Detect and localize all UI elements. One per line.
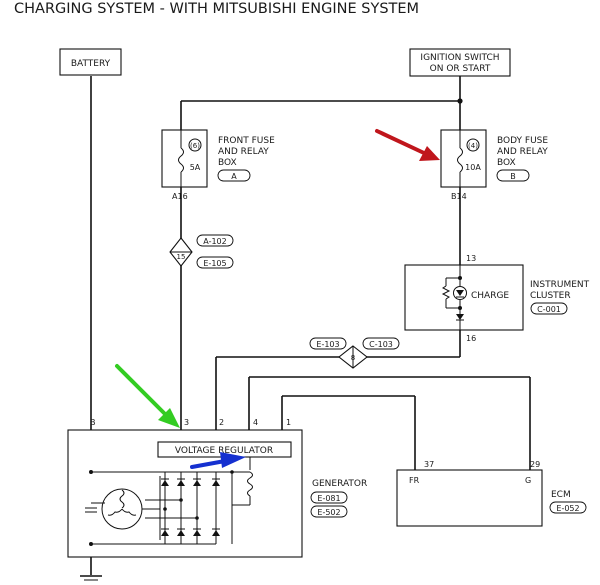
body-fuse-code: (4) xyxy=(468,142,478,150)
diode-icon xyxy=(212,480,220,486)
charge-lamp-icon xyxy=(453,286,467,300)
connector-15: 15 A-102 E-105 xyxy=(169,234,234,269)
generator-pin-4: 4 xyxy=(253,418,258,427)
front-fuse-rating: 5A xyxy=(190,163,201,172)
connector-15-number: 15 xyxy=(177,253,186,261)
charge-lamp-label: CHARGE xyxy=(471,291,509,301)
front-fuse-label-line1: FRONT FUSE xyxy=(218,136,275,146)
front-fuse-badge: A xyxy=(231,172,237,181)
diagram-title: CHARGING SYSTEM - WITH MITSUBISHI ENGINE… xyxy=(14,1,419,17)
red-arrow-icon xyxy=(375,129,440,161)
generator-ref2: E-502 xyxy=(317,508,340,517)
fuse-icon xyxy=(178,147,184,173)
cluster-label-line2: CLUSTER xyxy=(530,291,571,301)
green-arrow-icon xyxy=(115,364,180,428)
generator-pin-1: 1 xyxy=(286,418,291,427)
field-coil-icon xyxy=(247,471,253,497)
ecm-label: ECM xyxy=(551,490,571,500)
connector-8-ref2: C-103 xyxy=(369,340,393,349)
ecm-pin-g-number: 29 xyxy=(530,460,540,469)
generator-label: GENERATOR xyxy=(312,479,367,489)
ignition-label-line2: ON OR START xyxy=(430,64,491,74)
battery-box: BATTERY xyxy=(59,48,122,76)
rectifier-bridge xyxy=(145,472,220,544)
front-fuse-code: (6) xyxy=(190,142,200,150)
instrument-cluster: 13 16 CHARGE INSTRUMENT CLUSTER C-001 xyxy=(404,254,590,343)
ignition-label-line1: IGNITION SWITCH xyxy=(420,53,499,63)
ecm-pin-g: G xyxy=(525,476,531,485)
body-fuse-label-line3: BOX xyxy=(497,158,516,168)
front-fuse: (6) 5A FRONT FUSE AND RELAY BOX A A16 xyxy=(161,129,275,201)
ecm: 37 29 FR G ECM E-052 xyxy=(396,460,587,527)
diode-icon xyxy=(193,480,201,486)
battery-label: BATTERY xyxy=(71,59,111,69)
front-fuse-pin: A16 xyxy=(172,192,188,201)
connector-8-ref1: E-103 xyxy=(316,340,339,349)
diode-icon xyxy=(177,530,185,536)
front-fuse-label-line2: AND RELAY xyxy=(218,147,269,157)
generator-pin-2: 2 xyxy=(219,418,224,427)
diode-icon xyxy=(161,480,169,486)
connector-15-ref1: A-102 xyxy=(203,237,226,246)
diode-icon xyxy=(177,480,185,486)
cluster-pin-out: 16 xyxy=(466,334,476,343)
diode-icon xyxy=(456,314,464,320)
wiring xyxy=(80,76,531,581)
generator-ref1: E-081 xyxy=(317,494,340,503)
resistor-icon xyxy=(441,285,451,300)
body-fuse-label-line2: AND RELAY xyxy=(497,147,548,157)
generator-pin-3: 3 xyxy=(184,418,189,427)
front-fuse-label-line3: BOX xyxy=(218,158,237,168)
diode-icon xyxy=(193,530,201,536)
diode-icon xyxy=(212,530,220,536)
ecm-pin-fr-number: 37 xyxy=(424,460,434,469)
ecm-pin-fr: FR xyxy=(409,476,420,485)
connector-15-ref2: E-105 xyxy=(203,259,226,268)
voltage-regulator-label: VOLTAGE REGULATOR xyxy=(175,446,273,456)
body-fuse-label-line1: BODY FUSE xyxy=(497,136,548,146)
ignition-switch-box: IGNITION SWITCH ON OR START xyxy=(409,48,511,77)
blue-arrow-icon xyxy=(190,452,246,469)
connector-8-number: 8 xyxy=(351,354,355,362)
ecm-ref: E-052 xyxy=(556,504,579,513)
generator: B 3 2 4 1 VOLTAGE REGULATOR xyxy=(67,418,367,558)
fuse-icon xyxy=(457,147,463,173)
generator-pin-b: B xyxy=(90,418,96,427)
diode-icon xyxy=(161,530,169,536)
cluster-pin-in: 13 xyxy=(466,254,476,263)
connector-8: 8 E-103 C-103 xyxy=(309,337,400,369)
body-fuse-rating: 10A xyxy=(465,163,481,172)
cluster-ref: C-001 xyxy=(537,305,561,314)
cluster-label-line1: INSTRUMENT xyxy=(530,280,590,290)
body-fuse: (4) 10A BODY FUSE AND RELAY BOX B B14 xyxy=(440,129,548,201)
body-fuse-badge: B xyxy=(510,172,516,181)
body-fuse-pin: B14 xyxy=(451,192,467,201)
